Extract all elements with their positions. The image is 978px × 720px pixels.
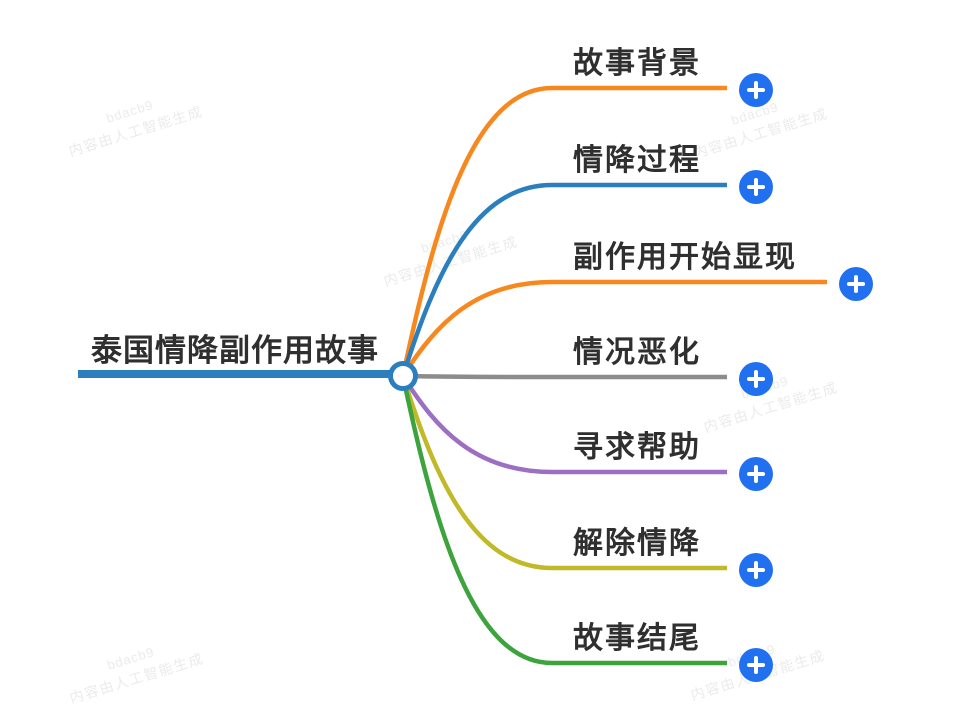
branch-edge-3	[401, 279, 827, 378]
plus-icon	[739, 170, 773, 204]
branch-edge-7	[400, 375, 727, 666]
branch-edge-1	[400, 85, 727, 377]
branch-topic-6[interactable]: 解除情降	[573, 527, 701, 560]
expand-button-6[interactable]	[739, 553, 773, 587]
branch-topic-1[interactable]: 故事背景	[573, 47, 701, 80]
root-collapse-handle[interactable]	[388, 361, 418, 391]
expand-button-1[interactable]	[739, 73, 773, 107]
branch-topic-2[interactable]: 情降过程	[573, 144, 701, 177]
plus-icon	[739, 73, 773, 107]
root-topic[interactable]: 泰国情降副作用故事	[91, 333, 379, 368]
plus-icon	[839, 267, 873, 301]
branch-edge-5	[401, 374, 727, 475]
plus-icon	[739, 648, 773, 682]
branch-topic-4[interactable]: 情况恶化	[573, 336, 701, 369]
plus-icon	[739, 362, 773, 396]
branch-edge-2	[400, 182, 727, 377]
branch-topic-7[interactable]: 故事结尾	[573, 622, 701, 655]
branch-topic-3[interactable]: 副作用开始显现	[573, 241, 797, 274]
expand-button-7[interactable]	[739, 648, 773, 682]
expand-button-4[interactable]	[739, 362, 773, 396]
expand-button-3[interactable]	[839, 267, 873, 301]
expand-button-5[interactable]	[739, 457, 773, 491]
branch-topic-5[interactable]: 寻求帮助	[573, 431, 701, 464]
plus-icon	[739, 457, 773, 491]
branch-edge-6	[400, 375, 727, 571]
expand-button-2[interactable]	[739, 170, 773, 204]
plus-icon	[739, 553, 773, 587]
